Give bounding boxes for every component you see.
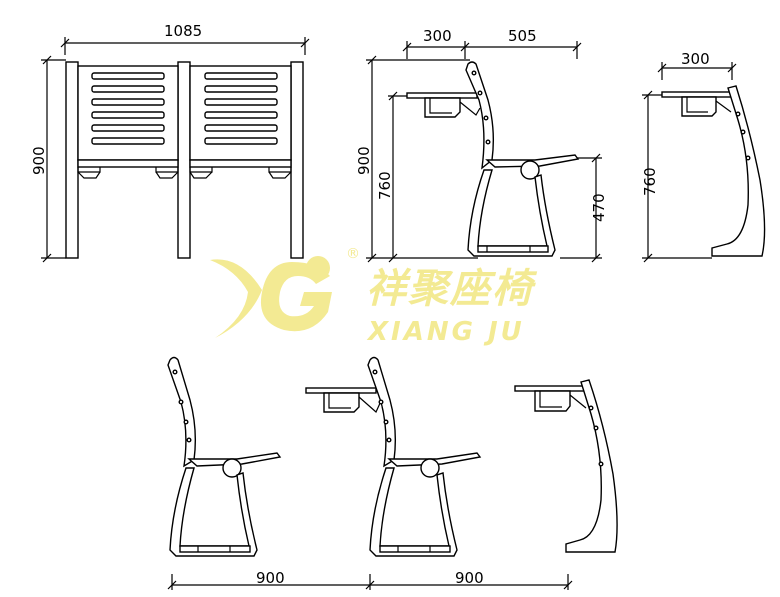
front-height-label: 900: [30, 146, 48, 175]
front-right-slats: [204, 72, 278, 145]
front-width-label: 1085: [164, 22, 202, 40]
bottom-view-end-panel: [514, 379, 618, 553]
side-chair-back: [465, 61, 495, 170]
registered-mark: ®: [346, 246, 360, 262]
side-pivot: [520, 160, 540, 180]
side-seat-height-label: 470: [590, 193, 608, 222]
bottom-view-desk-chair: [305, 356, 482, 557]
brand-watermark: ® 祥聚座椅 XIANG JU: [210, 246, 538, 347]
side-desk-height-label: 760: [376, 171, 394, 200]
front-view: 1085 900: [30, 22, 310, 263]
end-height-label: 760: [641, 167, 659, 196]
bottom-span-1-label: 900: [256, 569, 285, 587]
side-desk-top: [406, 92, 478, 99]
side-desk-width-label: 300: [423, 27, 452, 45]
side-height-label: 900: [355, 146, 373, 175]
end-view: 300 760: [641, 50, 766, 263]
end-desk-width-label: 300: [681, 50, 710, 68]
bottom-span-2-label: 900: [455, 569, 484, 587]
side-frame: [467, 169, 556, 257]
front-left-post: [65, 61, 79, 259]
front-right-post: [290, 61, 304, 259]
brand-name-en: XIANG JU: [366, 317, 525, 347]
side-view: 300 505 900 760 470: [355, 27, 608, 263]
brand-name-cn: 祥聚座椅: [366, 266, 538, 312]
side-seat-depth-label: 505: [508, 27, 537, 45]
end-desk-top: [661, 91, 735, 98]
brand-logo-icon: [210, 256, 332, 338]
bottom-view-chair: [167, 356, 282, 557]
front-left-slats: [91, 72, 165, 145]
side-book-box: [424, 97, 461, 118]
bottom-dimension: 900 900: [167, 569, 573, 590]
front-middle-post: [177, 61, 191, 259]
end-side-panel: [711, 85, 766, 257]
